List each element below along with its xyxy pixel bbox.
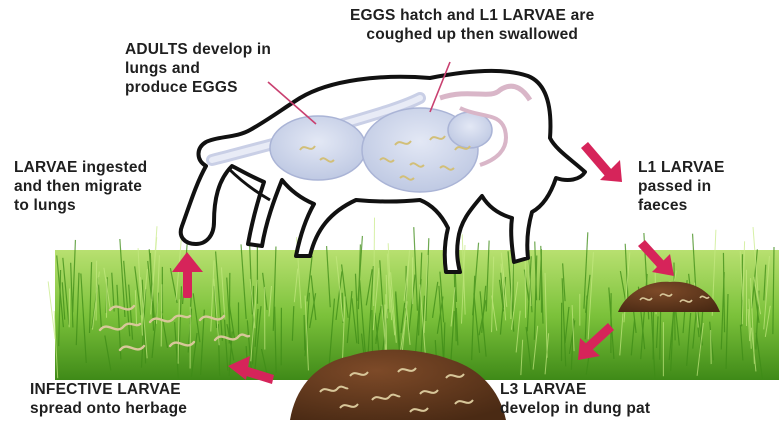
label-infective-larvae: INFECTIVE LARVAE spread onto herbage — [30, 380, 187, 418]
label-eggs-hatch: EGGS hatch and L1 LARVAE are coughed up … — [350, 6, 594, 44]
label-l3-larvae: L3 LARVAE develop in dung pat — [500, 380, 650, 418]
label-l1-larvae: L1 LARVAE passed in faeces — [638, 158, 725, 215]
label-adults: ADULTS develop in lungs and produce EGGS — [125, 40, 271, 97]
label-larvae-ingested: LARVAE ingested and then migrate to lung… — [14, 158, 147, 215]
arrow-l1-down — [581, 142, 622, 182]
